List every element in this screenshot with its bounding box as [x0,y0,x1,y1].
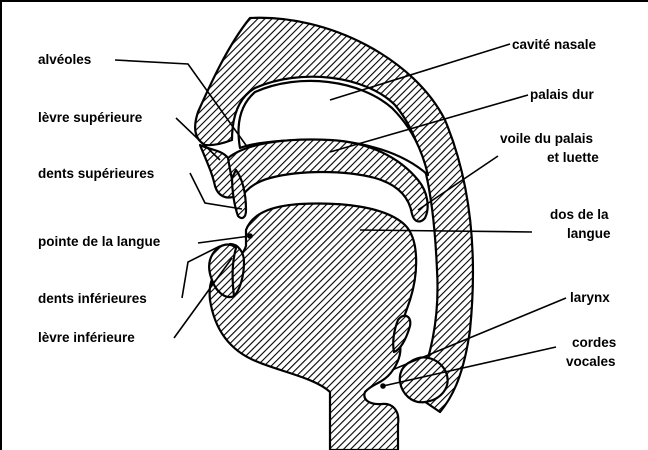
label-dos-line2: langue [567,226,611,241]
label-pointe-langue: pointe de la langue [38,234,161,249]
label-dents-superieures: dents supérieures [38,166,154,181]
tongue [210,204,417,450]
label-voile-line2: et luette [547,150,599,165]
label-voile-line1: voile du palais [500,131,593,146]
label-cordes-line1: cordes [572,335,616,350]
label-palais-dur: palais dur [530,87,595,102]
upper-lip [200,145,236,198]
label-levre-inferieure: lèvre inférieure [38,330,135,345]
tongue-tip-dot [247,233,253,239]
label-larynx: larynx [570,290,610,305]
label-dents-inferieures: dents inférieures [38,291,147,306]
leader-larynx [392,298,566,370]
leader-pointe-langue [198,236,250,243]
label-cavite-nasale: cavité nasale [512,37,597,52]
vocal-cords-dot [380,383,386,389]
label-levre-superieure: lèvre supérieure [38,110,143,125]
label-dos-line1: dos de la [550,207,609,222]
label-alveoles: alvéoles [38,52,91,67]
label-cordes-line2: vocales [566,354,616,369]
